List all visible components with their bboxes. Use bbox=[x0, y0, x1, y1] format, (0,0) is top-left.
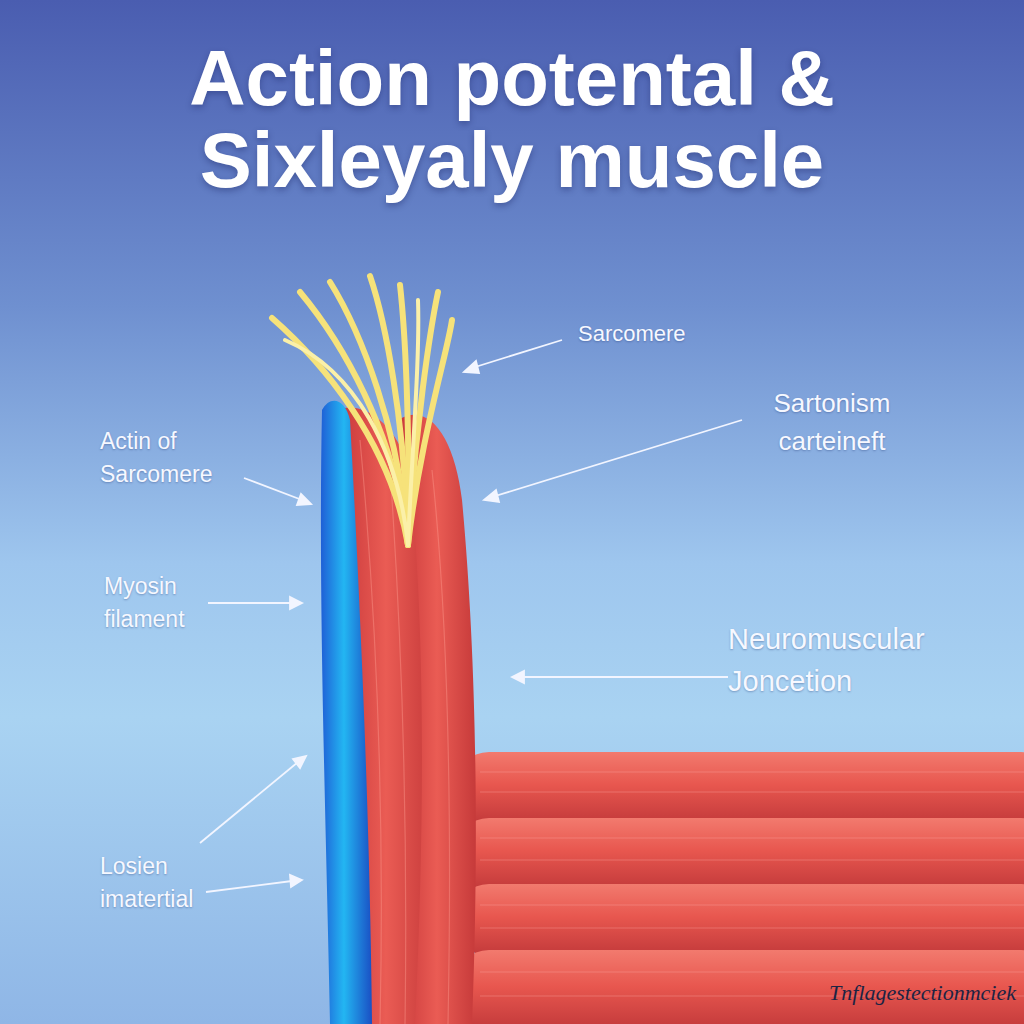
blue-fiber-bundle bbox=[321, 401, 372, 1024]
part-label: Neuromuscular Joncetion bbox=[728, 618, 998, 702]
yellow-myofibrils bbox=[272, 276, 452, 545]
part-label: Actin of Sarcomere bbox=[100, 425, 250, 492]
watermark: Tnflagestectionmciek bbox=[760, 980, 1016, 1006]
title: Action potental & Sixleyaly muscle bbox=[62, 38, 962, 202]
part-label: Myosin filament bbox=[104, 570, 224, 637]
part-label: Losien imatertial bbox=[100, 850, 240, 917]
part-label: Sartonism carteineft bbox=[742, 385, 922, 460]
horizontal-muscle-bundles bbox=[455, 752, 1024, 1024]
part-label: Sarcomere bbox=[578, 318, 778, 350]
leader-lines bbox=[200, 340, 742, 892]
